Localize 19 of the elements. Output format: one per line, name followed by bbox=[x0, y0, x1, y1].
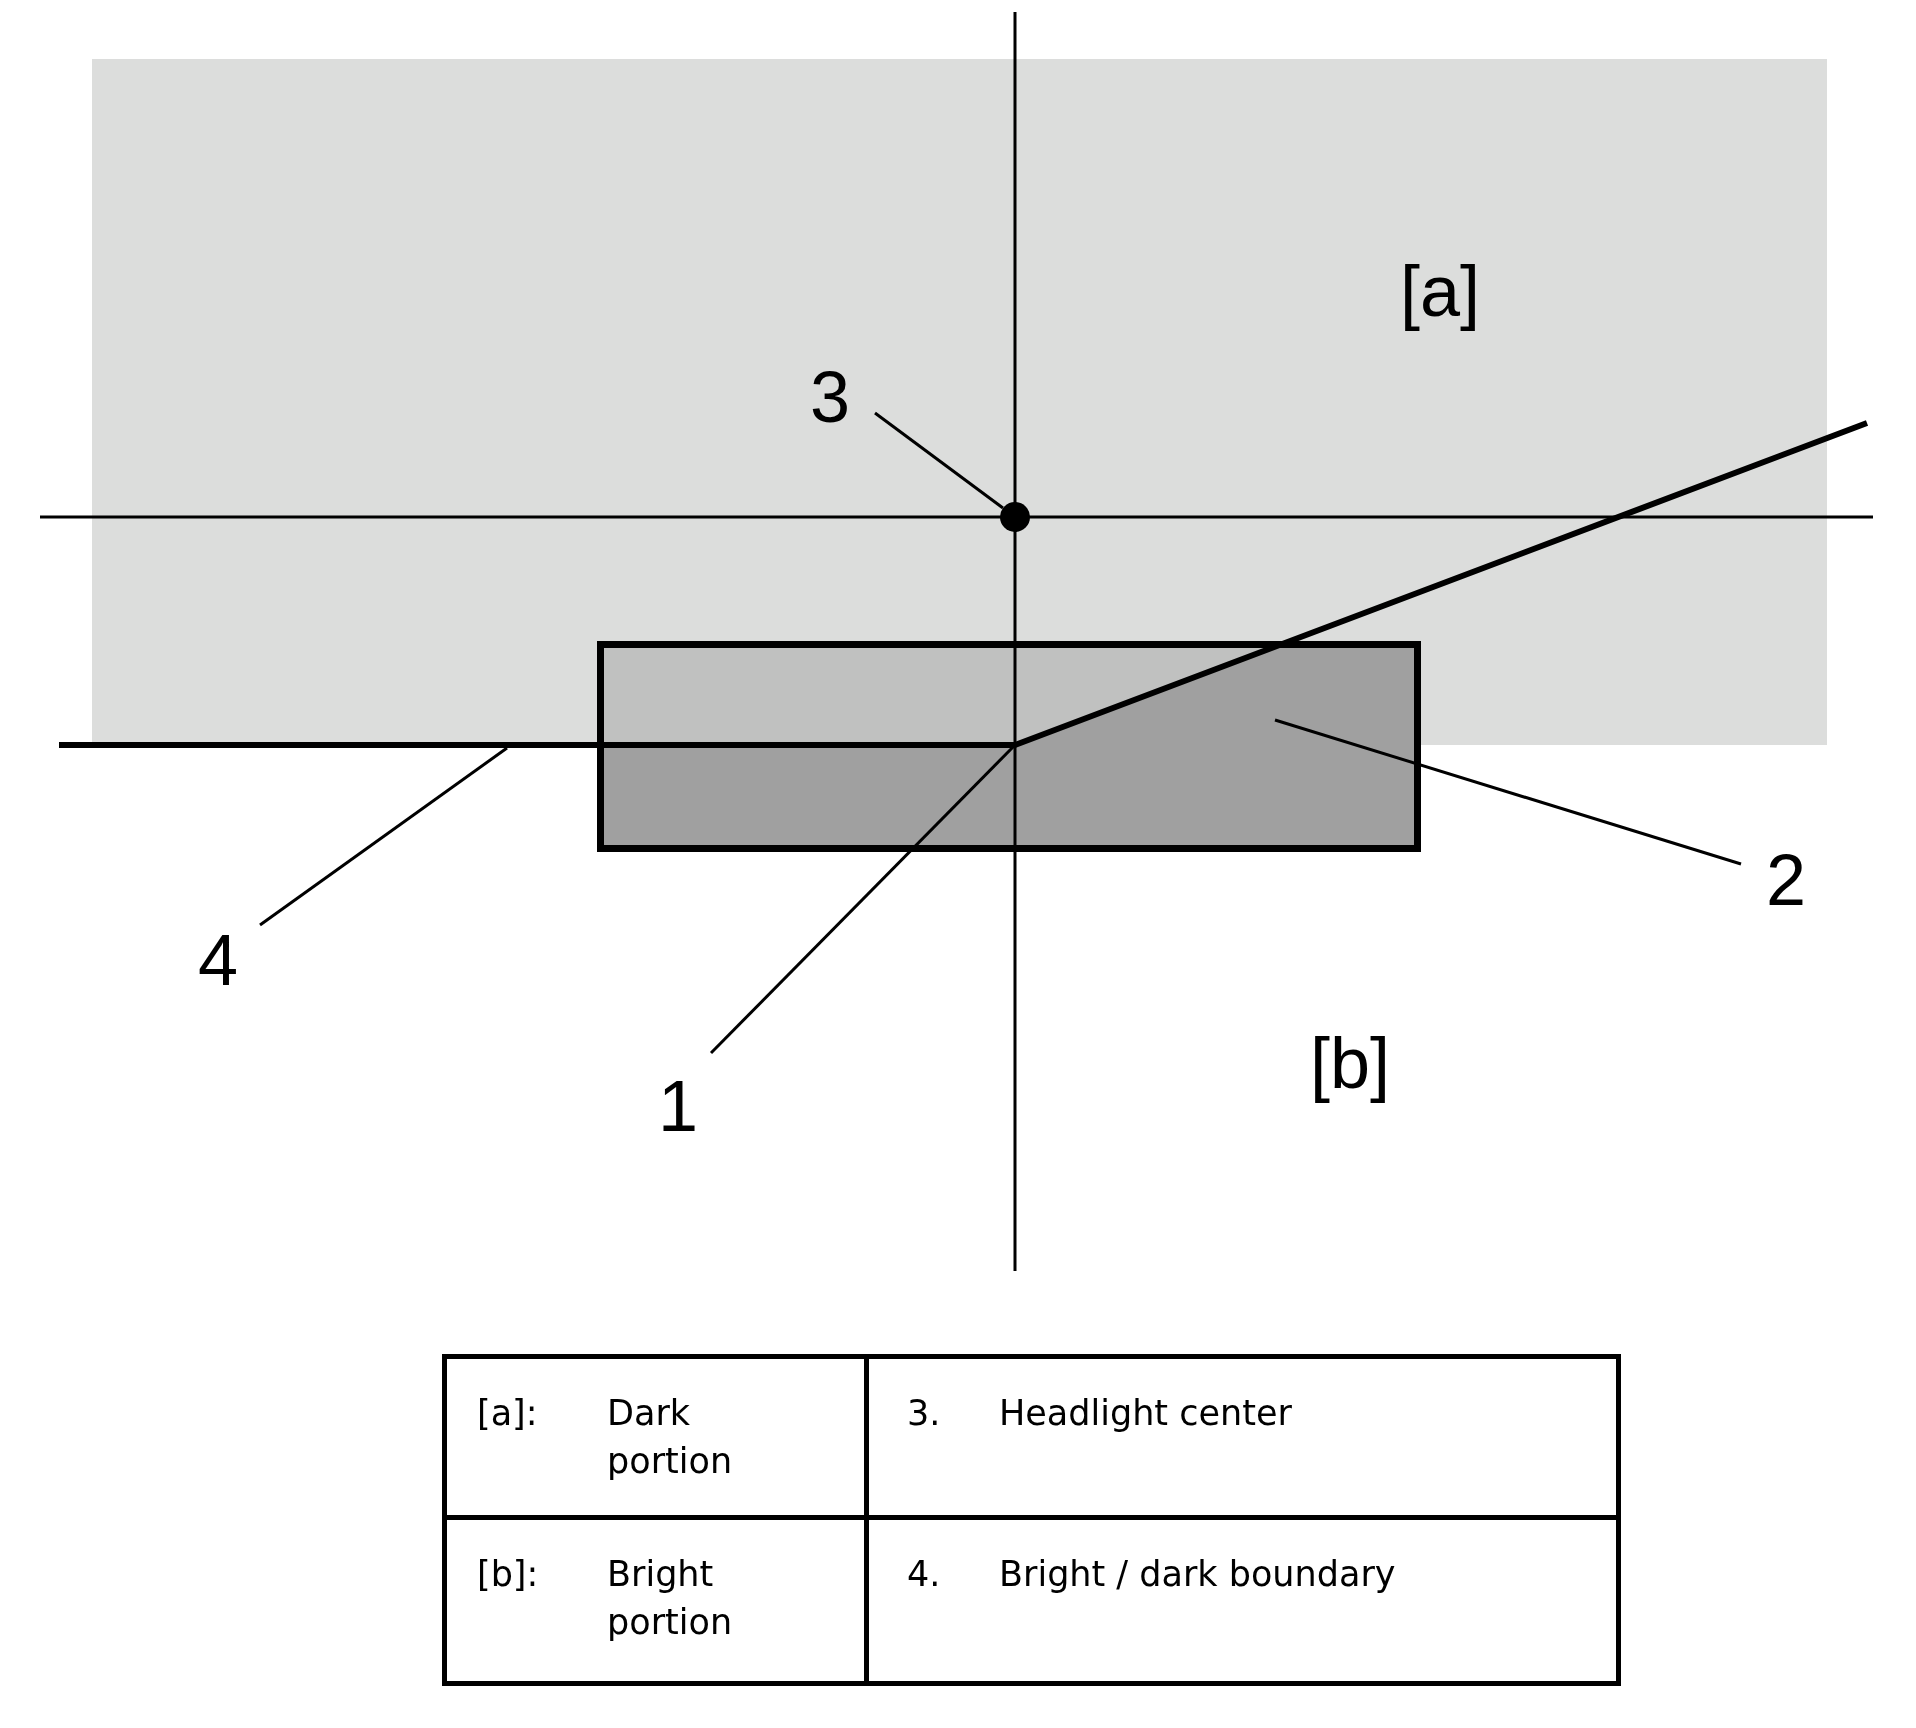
table-text: Bright portion bbox=[607, 1553, 734, 1644]
table-text: Dark portion bbox=[607, 1392, 734, 1483]
table-key: [a]: bbox=[477, 1389, 607, 1515]
leader-line bbox=[1274, 718, 1742, 866]
dark-zone bbox=[92, 59, 1827, 745]
bright-zone-box bbox=[597, 641, 1421, 852]
callout-number: 3 bbox=[800, 357, 860, 437]
leader-line bbox=[874, 411, 1004, 510]
table-text: Bright / dark boundary bbox=[999, 1553, 1396, 1596]
callout-number: 2 bbox=[1756, 840, 1816, 920]
leader-line bbox=[259, 746, 508, 927]
callout-number: 1 bbox=[648, 1066, 708, 1146]
callout-number: 4 bbox=[188, 920, 248, 1000]
table-key: 3. bbox=[907, 1389, 999, 1515]
table-key: 4. bbox=[907, 1550, 999, 1681]
table-text: Headlight center bbox=[999, 1392, 1292, 1435]
zone-label: [b] bbox=[1310, 1023, 1391, 1103]
zone-label: [a] bbox=[1400, 251, 1481, 331]
table-key: [b]: bbox=[477, 1550, 607, 1681]
